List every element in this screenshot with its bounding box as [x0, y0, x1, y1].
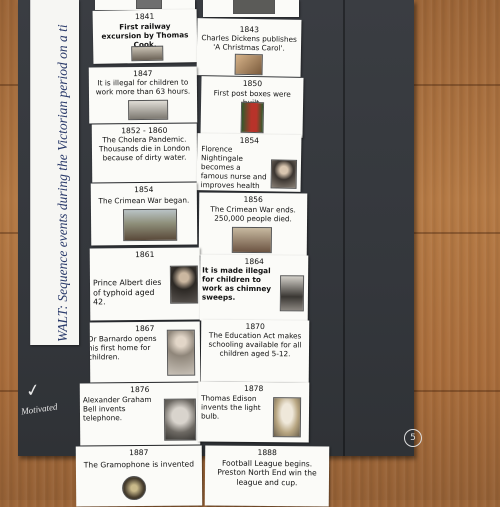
- event-card-partial-right: [203, 0, 299, 17]
- walt-strip: WALT: Sequence events during the Victori…: [30, 0, 79, 345]
- event-card-1878: 1878 Thomas Edison invents the light bul…: [197, 381, 310, 443]
- photo-thumbnail-icon: [136, 0, 162, 9]
- event-description: The Crimean War began.: [98, 195, 190, 206]
- event-description: Prince Albert dies of typhoid aged 42.: [92, 277, 162, 307]
- light-bulb-icon: [272, 397, 302, 438]
- event-card-1856: 1856 The Crimean War ends. 250,000 peopl…: [198, 192, 308, 257]
- walt-title: WALT: Sequence events during the Victori…: [55, 24, 70, 342]
- event-description: The Gramophone is invented: [83, 459, 195, 470]
- event-description: Florence Nightingale becomes a famous nu…: [200, 144, 267, 192]
- event-year: 1878: [243, 383, 264, 394]
- event-year: 1888: [257, 447, 277, 458]
- event-card-1843: 1843 Charles Dickens publishes 'A Christ…: [196, 18, 302, 77]
- page-number: 5: [404, 429, 422, 447]
- event-description: Football League begins. Preston North En…: [217, 458, 317, 488]
- dr-barnardo-icon: [166, 329, 196, 376]
- alexander-graham-bell-icon: [163, 398, 197, 441]
- event-description: Alexander Graham Bell invents telephone.: [82, 394, 152, 423]
- event-card-1887: 1887 The Gramophone is invented: [75, 445, 203, 507]
- event-card-partial-left: [95, 0, 195, 10]
- event-description: The Cholera Pandemic. Thousands die in L…: [98, 134, 190, 163]
- event-year: 1854: [134, 184, 154, 195]
- soldiers-painting-icon: [231, 226, 272, 254]
- event-description: Dr Barnardo opens his first home for chi…: [89, 333, 157, 362]
- event-description: The Education Act makes schooling availa…: [208, 330, 302, 359]
- chimney-sweep-icon: [279, 275, 305, 312]
- event-description: It is illegal for children to work more …: [95, 77, 191, 97]
- event-card-1841: 1841 First railway excursion by Thomas C…: [92, 9, 198, 64]
- post-box-icon: [240, 101, 265, 134]
- photo-thumbnail-icon: [233, 0, 275, 14]
- factory-icon: [128, 99, 169, 121]
- event-year: 1876: [130, 384, 150, 395]
- event-card-1876: 1876 Alexander Graham Bell invents telep…: [79, 382, 201, 446]
- event-card-1850: 1850 First post boxes were built.: [200, 76, 304, 138]
- event-card-1847: 1847 It is illegal for children to work …: [88, 66, 198, 124]
- event-description: The Crimean War ends. 250,000 people die…: [210, 204, 296, 224]
- event-card-1852-1860: 1852 - 1860 The Cholera Pandemic. Thousa…: [91, 123, 198, 183]
- event-card-1854-crimean-begins: 1854 The Crimean War began.: [90, 182, 198, 246]
- event-card-1888: 1888 Football League begins. Preston Nor…: [204, 445, 330, 507]
- event-year: 1861: [135, 249, 155, 260]
- prince-albert-icon: [169, 265, 199, 304]
- event-description: Charles Dickens publishes 'A Christmas C…: [201, 33, 297, 53]
- event-year: 1887: [129, 447, 149, 458]
- event-description: It is made illegal for children to work …: [201, 265, 272, 303]
- event-card-1864: 1864 It is made illegal for children to …: [199, 254, 309, 322]
- book-illustration-icon: [234, 53, 263, 76]
- event-card-1854-nightingale: 1854 Florence Nightingale becomes a famo…: [196, 133, 302, 192]
- event-year: 1856: [243, 194, 263, 205]
- event-card-1870: 1870 The Education Act makes schooling a…: [200, 319, 310, 383]
- florence-nightingale-icon: [270, 159, 298, 189]
- gramophone-icon: [122, 475, 147, 501]
- event-description: Thomas Edison invents the light bulb.: [200, 393, 261, 421]
- steam-train-icon: [131, 45, 164, 62]
- board-fold-line: [343, 0, 345, 456]
- event-card-1861: 1861 Prince Albert dies of typhoid aged …: [89, 247, 201, 321]
- event-card-1867: 1867 Dr Barnardo opens his first home fo…: [89, 321, 201, 383]
- battle-painting-icon: [122, 208, 178, 242]
